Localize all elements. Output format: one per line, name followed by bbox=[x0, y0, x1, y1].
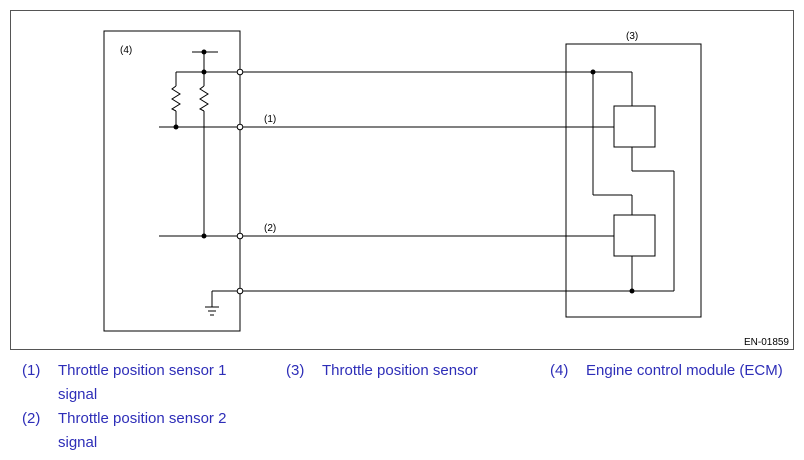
sensor2-element bbox=[613, 214, 656, 257]
junction-dot bbox=[173, 124, 179, 130]
junction-dot bbox=[629, 288, 635, 294]
legend: (1) Throttle position sensor 1 signal (2… bbox=[0, 352, 804, 460]
sensor1-element bbox=[613, 105, 656, 148]
tps-box bbox=[565, 43, 702, 318]
connector-terminal bbox=[236, 123, 244, 131]
ecm-resistor2 bbox=[198, 85, 209, 112]
legend-number: (1) bbox=[22, 362, 41, 379]
callout-tps: (3) bbox=[626, 31, 638, 42]
callout-ecm: (4) bbox=[120, 45, 132, 56]
connector-terminal bbox=[236, 68, 244, 76]
ecm-resistor1 bbox=[170, 85, 181, 112]
junction-dot bbox=[201, 49, 207, 55]
junction-dot bbox=[201, 69, 207, 75]
wiring-diagram: (4) (3) (1) (2) EN-01859 bbox=[10, 10, 794, 350]
legend-number: (4) bbox=[550, 362, 569, 379]
connector-terminal bbox=[236, 232, 244, 240]
callout-signal2: (2) bbox=[264, 223, 276, 234]
junction-dot bbox=[201, 233, 207, 239]
legend-text: Throttle position sensor 2 signal bbox=[58, 410, 227, 451]
wiring-diagram-svg: (4) (3) (1) (2) EN-01859 bbox=[103, 30, 789, 348]
ecm-box bbox=[103, 30, 241, 332]
legend-text: Throttle position sensor 1 signal bbox=[58, 362, 227, 403]
legend-text: Throttle position sensor bbox=[322, 362, 478, 379]
connector-terminal bbox=[236, 287, 244, 295]
junction-dot bbox=[590, 69, 596, 75]
legend-text: Engine control module (ECM) bbox=[586, 362, 783, 379]
callout-signal1: (1) bbox=[264, 114, 276, 125]
legend-number: (2) bbox=[22, 410, 41, 427]
legend-number: (3) bbox=[286, 362, 305, 379]
figure-id: EN-01859 bbox=[744, 337, 789, 348]
